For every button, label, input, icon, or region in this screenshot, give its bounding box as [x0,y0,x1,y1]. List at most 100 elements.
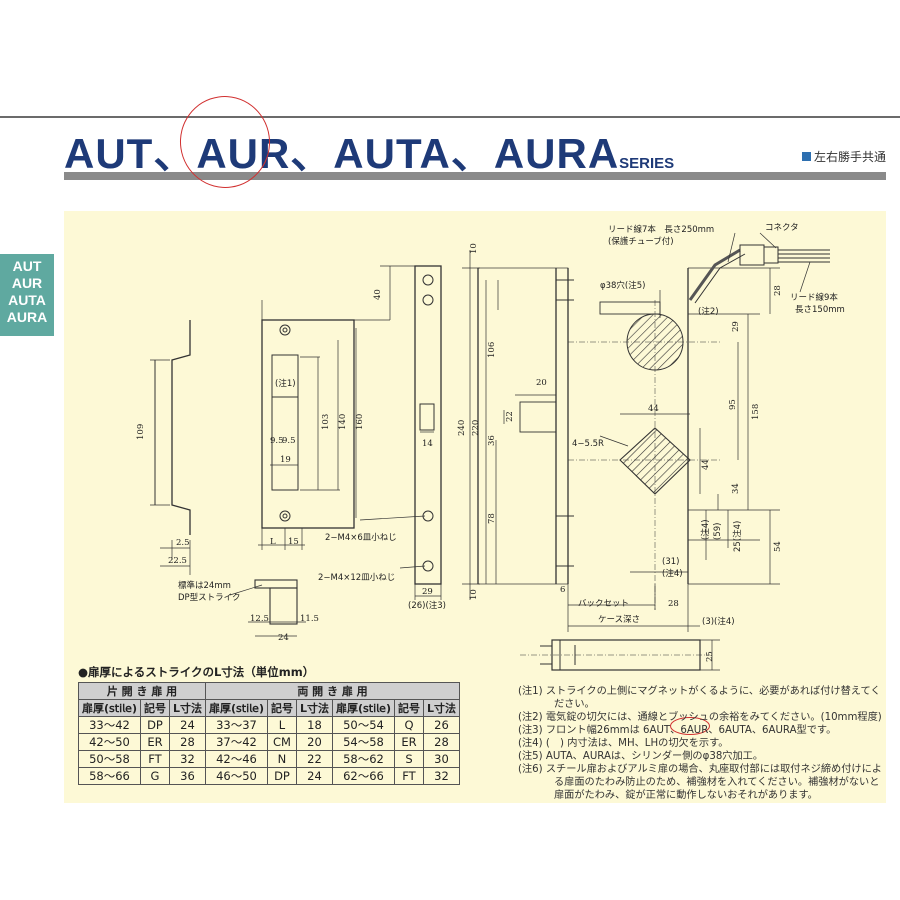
cell: 24 [295,767,334,785]
table-column-header-row: 扉厚(𝗌𝗍𝗂𝗅𝖾) 記号 L寸法 扉厚(𝗌𝗍𝗂𝗅𝖾) 記号 L寸法 扉厚(𝗌𝗍𝗂… [78,699,461,717]
sidetab-line: AUTA [8,292,46,308]
col-l: L寸法 [295,699,334,717]
cell: 28 [168,733,207,751]
double-door-header: 両 開 き 扉 用 [205,682,460,700]
dp-strike-label: DP型ストライク [178,593,241,603]
col-l: L寸法 [168,699,207,717]
cell: 54〜58 [332,733,395,751]
cell: N [266,750,297,768]
cell: FT [139,750,170,768]
dim-12-5: 12.5 [250,614,269,624]
dim-11-5: 11.5 [300,614,319,624]
note-item: (注2) 電気錠の切欠には、通線とブッシュの余裕をみてください。(10mm程度) [518,712,882,723]
square-icon [801,152,811,161]
dim-22-5: 22.5 [168,556,187,566]
note4-dim-3: (3)(注4) [702,616,735,627]
cell: L [266,716,297,734]
dim-106: 106 [487,342,497,358]
dim-36: 36 [487,435,497,446]
dim-L: L [270,537,276,547]
notes-list: (注1) ストライクの上側にマグネットがくるように、必要があれば付け替えてくださ… [518,685,888,802]
col-code: 記号 [393,699,424,717]
common-handing-label: 左右勝手共通 [801,148,886,165]
cell: 32 [168,750,207,768]
dim-78: 78 [487,513,497,524]
dim-160: 160 [355,414,365,430]
cell: 18 [295,716,334,734]
dim-14: 14 [422,439,433,449]
title-bar [64,172,886,180]
top-rule [0,116,900,118]
col-thickness: 扉厚(𝗌𝗍𝗂𝗅𝖾) [332,699,395,717]
cell: 62〜66 [332,767,395,785]
backset-label: バックセット [578,599,629,609]
note-item: (注6) スチール扉およびアルミ扉の場合、丸座取付部には取付ネジ締め付けによる扉… [518,764,882,801]
dim-240: 240 [457,420,467,436]
radius-label: 4−5.5R [572,439,604,449]
note1-marker: (注1) [275,378,296,389]
col-code: 記号 [139,699,170,717]
dim-28-bottom: 28 [668,599,679,609]
screw-m4x6-label: 2−M4×6皿小ねじ [325,532,397,543]
dim-28-top: 28 [773,285,783,296]
cell: 26 [422,716,461,734]
cell: FT [393,767,424,785]
lead9-label: リード線9本 [790,292,838,303]
single-door-header: 片 開 き 扉 用 [78,682,206,700]
dim-220: 220 [471,420,481,436]
cell: 37〜42 [205,733,268,751]
cell: 32 [422,767,461,785]
sidetab-line: AUR [11,275,43,291]
col-code: 記号 [266,699,297,717]
sidetab-line: AURA [6,309,48,325]
note-item: (注4) ( ) 内寸法は、MH、LHの切欠を示す。 [518,738,729,749]
dim-44-horizontal: 44 [648,404,659,414]
note3-dim-26: (26)(注3) [408,600,446,611]
cell: 30 [422,750,461,768]
cell: 50〜54 [332,716,395,734]
dim-158: 158 [751,404,761,420]
dim-25-note4: 25(注4) [732,521,743,552]
dim-103: 103 [321,414,331,430]
dim-20: 20 [536,378,547,388]
cell: 42〜46 [205,750,268,768]
dim-31-paren: (31) [662,557,679,567]
col-l: L寸法 [422,699,461,717]
note4-marker-vertical: (注4) [700,519,711,540]
dim-15: 15 [288,537,299,547]
title-text: AUT、AUR、AUTA、AURA [64,130,620,177]
dim-2-5: 2.5 [176,538,190,548]
common-text: 左右勝手共通 [813,150,886,164]
cell: 36 [168,767,207,785]
dim-10-top: 10 [469,243,479,254]
page-title: AUT、AUR、AUTA、AURASERIES [64,120,674,181]
cell: 58〜66 [78,767,141,785]
dim-34: 34 [731,483,741,494]
connector-label: コネクタ [765,223,799,233]
strike-l-dimension-table: 片 開 き 扉 用 両 開 き 扉 用 扉厚(𝗌𝗍𝗂𝗅𝖾) 記号 L寸法 扉厚(… [78,682,461,785]
lead7-tube-label: (保護チューブ付) [608,236,674,247]
screw-m4x12-label: 2−M4×12皿小ねじ [318,572,395,583]
cell: 42〜50 [78,733,141,751]
sidetab-line: AUT [12,258,42,274]
cell: 22 [295,750,334,768]
cell: 24 [168,716,207,734]
cell: ER [393,733,424,751]
dim-6: 6 [560,585,565,595]
cell: S [393,750,424,768]
cell: 20 [295,733,334,751]
case-depth-label: ケース深さ [598,615,640,625]
hole-label: φ38穴(注5) [600,280,645,291]
note-item: (注1) ストライクの上側にマグネットがくるように、必要があれば付け替えてくださ… [518,686,881,710]
dim-59-paren: (59) [713,523,723,540]
note-item: (注3) フロント幅26mmは 6AUT、6AUR、6AUTA、6AURA型です… [518,725,837,736]
col-thickness: 扉厚(𝗌𝗍𝗂𝗅𝖾) [205,699,268,717]
standard-24-label: 標準は24mm [178,580,231,591]
dim-140: 140 [338,414,348,430]
strike-table-caption: ●扉厚によるストライクのL寸法（単位mm） [78,665,315,679]
cell: G [139,767,170,785]
